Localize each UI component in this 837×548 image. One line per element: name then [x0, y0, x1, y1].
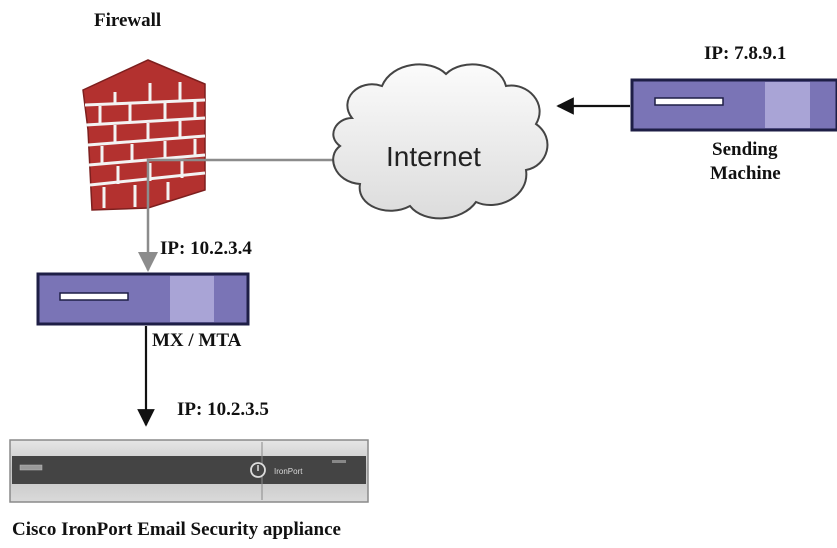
- appliance-name-label: Cisco IronPort Email Security appliance: [12, 519, 341, 540]
- sending-machine-name-line2: Machine: [710, 163, 781, 184]
- appliance-ip-label: IP: 10.2.3.5: [177, 399, 269, 420]
- sending-machine-ip-label: IP: 7.8.9.1: [704, 43, 787, 64]
- firewall-brick-wall-icon: [82, 59, 206, 211]
- ironport-appliance-icon: IronPort: [9, 439, 369, 503]
- appliance-brand-label: IronPort: [274, 467, 303, 476]
- sending-machine-name-line1: Sending: [712, 139, 778, 160]
- mx-ip-label: IP: 10.2.3.4: [160, 238, 252, 259]
- mx-name-label: MX / MTA: [152, 330, 242, 351]
- internet-to-mx-link: [138, 158, 335, 272]
- sending-machine-server-icon: [630, 78, 837, 132]
- firewall-label: Firewall: [94, 10, 162, 31]
- mx-mta-server-icon: [36, 272, 250, 326]
- internet-cloud-icon: Internet: [332, 63, 549, 220]
- internet-label: Internet: [386, 141, 481, 172]
